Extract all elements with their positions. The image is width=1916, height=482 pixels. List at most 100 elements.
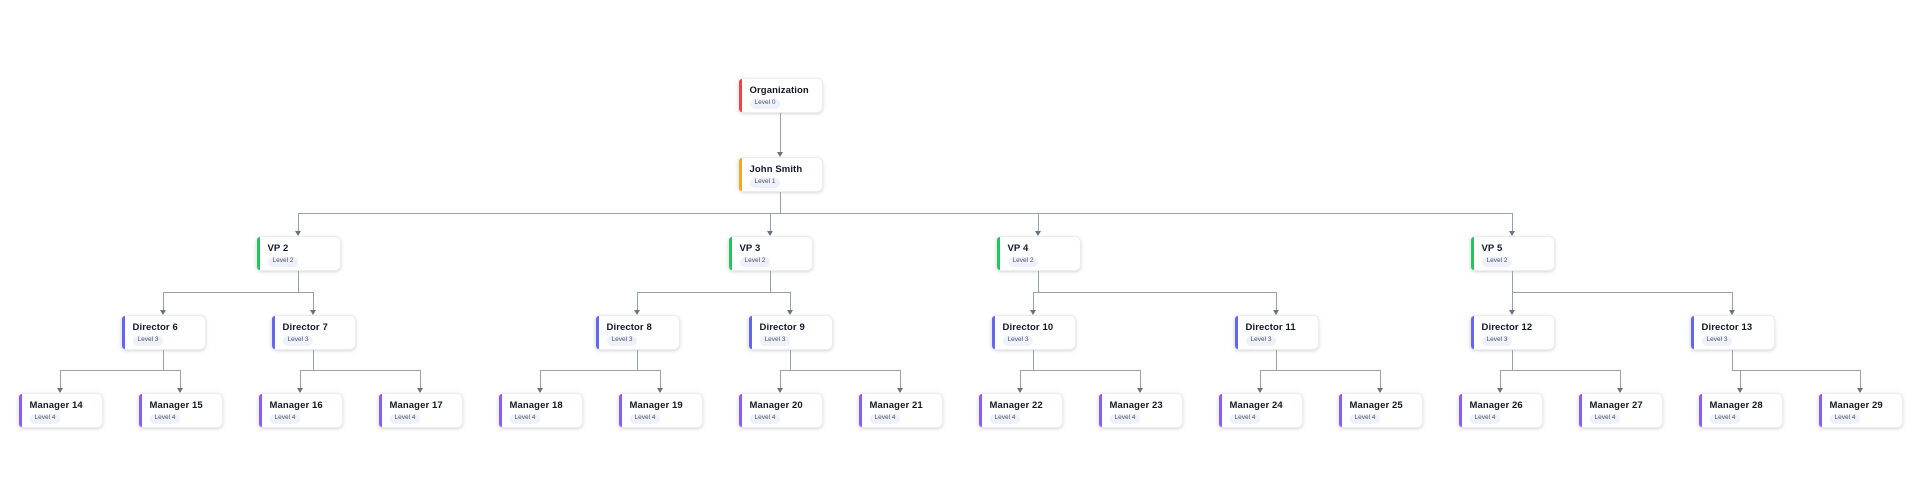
arrowhead-icon <box>177 388 183 393</box>
arrowhead-icon <box>657 388 663 393</box>
node-level-badge: Level 4 <box>149 413 181 424</box>
level-color-stripe <box>1234 316 1238 349</box>
connector-line <box>780 192 781 213</box>
org-node-director-12[interactable]: Director 12 Level 3 <box>1469 315 1555 350</box>
level-color-stripe <box>996 237 1000 270</box>
connector-line <box>790 292 791 311</box>
node-title: Manager 15 <box>149 400 203 411</box>
level-color-stripe <box>1818 394 1822 427</box>
level-color-stripe <box>258 394 262 427</box>
connector-line <box>1740 370 1741 389</box>
level-color-stripe <box>978 394 982 427</box>
node-title: Manager 16 <box>269 400 323 411</box>
level-color-stripe <box>1470 237 1474 270</box>
node-title: VP 3 <box>739 243 761 254</box>
level-color-stripe <box>138 394 142 427</box>
arrowhead-icon <box>537 388 543 393</box>
node-level-badge: Level 3 <box>1481 335 1513 346</box>
level-color-stripe <box>738 394 742 427</box>
node-level-badge: Level 3 <box>282 335 314 346</box>
node-level-badge: Level 4 <box>1589 413 1621 424</box>
org-node-manager-15[interactable]: Manager 15 Level 4 <box>137 393 223 428</box>
connector-line <box>1038 271 1039 292</box>
connector-line <box>180 370 181 389</box>
arrowhead-icon <box>1257 388 1263 393</box>
node-title: Director 12 <box>1481 322 1533 333</box>
node-title: Director 11 <box>1245 322 1296 333</box>
connector-line <box>298 213 1513 214</box>
node-title: Director 10 <box>1002 322 1054 333</box>
level-color-stripe <box>1098 394 1102 427</box>
arrowhead-icon <box>1137 388 1143 393</box>
connector-line <box>1620 370 1621 389</box>
arrowhead-icon <box>767 231 773 236</box>
connector-line <box>770 213 771 232</box>
node-level-badge: Level 4 <box>1109 413 1141 424</box>
arrowhead-icon <box>1729 310 1735 315</box>
connector-line <box>313 350 314 370</box>
node-title: Director 8 <box>606 322 652 333</box>
connector-line <box>60 370 61 389</box>
node-level-badge: Level 4 <box>629 413 661 424</box>
node-title: Director 13 <box>1701 322 1753 333</box>
level-color-stripe <box>748 316 752 349</box>
arrowhead-icon <box>1509 310 1515 315</box>
connector-line <box>1033 292 1034 311</box>
arrowhead-icon <box>787 310 793 315</box>
node-title: Manager 17 <box>389 400 443 411</box>
connector-line <box>780 370 781 389</box>
node-title: VP 2 <box>267 243 289 254</box>
arrowhead-icon <box>297 388 303 393</box>
arrowhead-icon <box>1030 310 1036 315</box>
org-node-vp-3[interactable]: VP 3 Level 2 <box>727 236 813 271</box>
node-level-badge: Level 1 <box>749 177 781 188</box>
connector-line <box>900 370 901 389</box>
node-level-badge: Level 3 <box>606 335 638 346</box>
node-title: Manager 20 <box>749 400 803 411</box>
node-level-badge: Level 2 <box>739 256 771 267</box>
node-title: Manager 26 <box>1469 400 1523 411</box>
node-level-badge: Level 4 <box>1349 413 1381 424</box>
node-title: Manager 18 <box>509 400 563 411</box>
level-color-stripe <box>738 158 742 191</box>
node-title: Manager 21 <box>869 400 923 411</box>
connector-line <box>300 370 421 371</box>
connector-line <box>163 292 314 293</box>
level-color-stripe <box>121 316 125 349</box>
level-color-stripe <box>858 394 862 427</box>
org-node-director-8[interactable]: Director 8 Level 3 <box>594 315 680 350</box>
connector-line <box>1020 370 1141 371</box>
connector-line <box>313 292 314 311</box>
level-color-stripe <box>1338 394 1342 427</box>
connector-line <box>1276 292 1277 311</box>
connector-line <box>1512 292 1513 311</box>
connector-line <box>660 370 661 389</box>
